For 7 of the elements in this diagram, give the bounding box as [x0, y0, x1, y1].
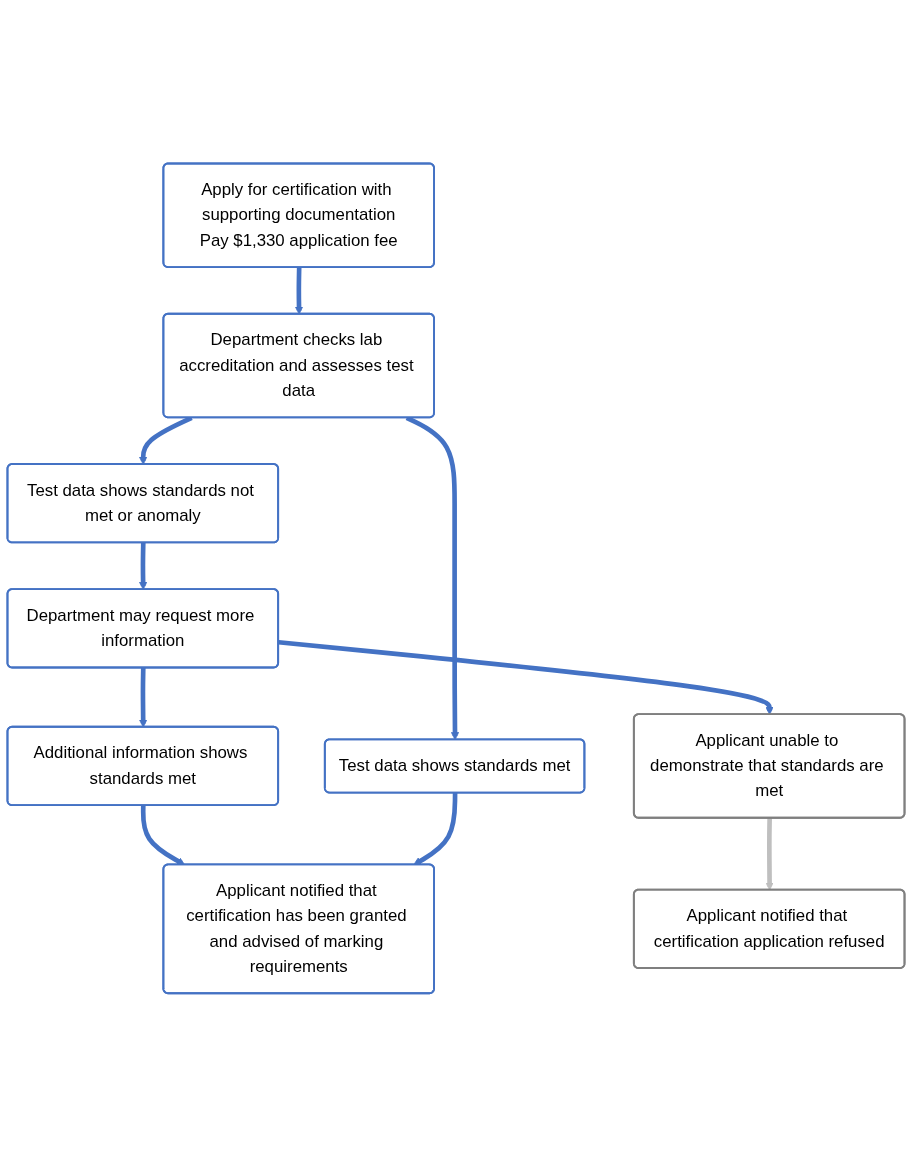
- arrow: [140, 805, 186, 866]
- arrow: [278, 640, 774, 716]
- arrow: [413, 793, 458, 866]
- arrow: [765, 818, 774, 891]
- arrow: [139, 668, 148, 728]
- arrow: [139, 542, 148, 591]
- arrow: [294, 267, 304, 315]
